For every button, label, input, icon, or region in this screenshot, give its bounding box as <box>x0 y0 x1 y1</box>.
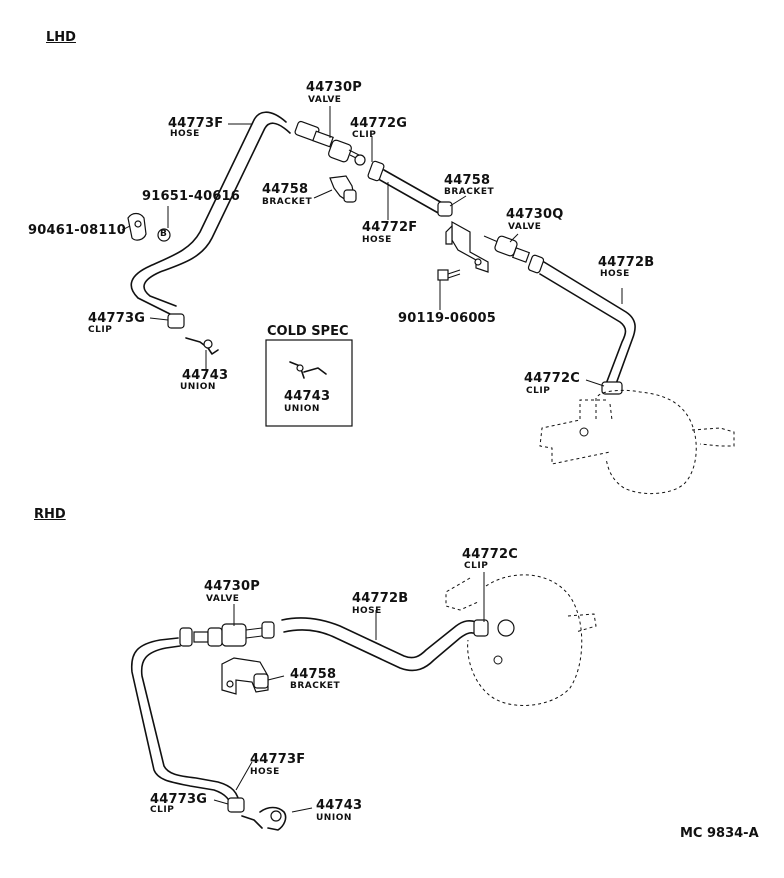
rhd-bracket-name: BRACKET <box>290 681 341 691</box>
rhd-union-number: 44743 <box>316 798 363 813</box>
rhd-bracket <box>221 657 269 695</box>
rhd-valve-44730p <box>179 621 275 647</box>
cold-union-name: UNION <box>284 404 320 414</box>
lhd-clip-44773g <box>167 313 185 329</box>
lhd-bracket-left-number: 44758 <box>262 182 309 197</box>
rhd-hose-44773f <box>130 637 241 809</box>
section-lhd: LHD <box>46 30 76 45</box>
lhd-nut-number: 90461-08110 <box>28 223 127 238</box>
lhd-bolt-marker-label: B <box>160 229 167 239</box>
rhd-hose-f-number: 44773F <box>250 752 306 767</box>
lhd-valve-q-number: 44730Q <box>506 207 564 222</box>
rhd-union-name: UNION <box>316 813 352 823</box>
lhd-bracket-right-name: BRACKET <box>444 187 495 197</box>
lhd-bracket-right <box>437 201 489 273</box>
lhd-hose-b-name: HOSE <box>600 269 630 279</box>
rhd-clip-44772c <box>473 619 515 637</box>
lhd-hose-44772f <box>379 169 445 215</box>
lhd-bracket-right-number: 44758 <box>444 173 491 188</box>
lhd-clip-c-number: 44772C <box>524 371 580 386</box>
lhd-hose-f-number: 44773F <box>168 116 224 131</box>
rhd-clip-44773g <box>227 797 245 813</box>
cold-union-number: 44743 <box>284 389 331 404</box>
lhd-hose-f-name: HOSE <box>170 129 200 139</box>
rhd-union-44743 <box>241 806 287 831</box>
rhd-clip-c-name: CLIP <box>464 561 489 571</box>
lhd-screw <box>437 269 461 281</box>
lhd-hose-772f-name: HOSE <box>362 235 392 245</box>
drawing-code: MC 9834-A <box>680 826 759 841</box>
lhd-hose-772f-number: 44772F <box>362 220 418 235</box>
lhd-clip-773g-number: 44773G <box>88 311 146 326</box>
rhd-brake-booster <box>445 574 597 706</box>
lhd-clip-g-number: 44772G <box>350 116 408 131</box>
lhd-hose-44772b <box>539 261 636 385</box>
lhd-valve-p-name: VALVE <box>308 95 342 105</box>
rhd-valve-p-name: VALVE <box>206 594 240 604</box>
rhd-clip-g-name: CLIP <box>150 805 175 815</box>
lhd-valve-p-number: 44730P <box>306 80 362 95</box>
lhd-valve-q-name: VALVE <box>508 222 542 232</box>
lhd-hose-44773f <box>130 111 291 315</box>
rhd-bracket-number: 44758 <box>290 667 337 682</box>
rhd-hose-44772b <box>281 617 477 672</box>
lhd-clip-44772g <box>367 160 385 182</box>
lhd-bolt-number: 91651-40616 <box>142 189 241 204</box>
lhd-clip-c-name: CLIP <box>526 386 551 396</box>
lhd-union-name: UNION <box>180 382 216 392</box>
leader-lines <box>121 106 623 813</box>
lhd-union-44743 <box>185 337 219 355</box>
rhd-clip-g-number: 44773G <box>150 792 208 807</box>
rhd-valve-p-number: 44730P <box>204 579 260 594</box>
cold-spec-box <box>265 339 353 427</box>
lhd-hose-b-number: 44772B <box>598 255 655 270</box>
lhd-bolt-marker <box>157 228 171 242</box>
rhd-clip-c-number: 44772C <box>462 547 518 562</box>
lhd-union-number: 44743 <box>182 368 229 383</box>
cold-spec-title: COLD SPEC <box>267 324 349 339</box>
lhd-valve-44730q <box>483 235 545 274</box>
lhd-valve-44730p <box>294 120 366 166</box>
lhd-screw-number: 90119-06005 <box>398 311 497 326</box>
rhd-hose-b-number: 44772B <box>352 591 409 606</box>
lhd-bracket-left <box>329 175 357 203</box>
lhd-clip-g-name: CLIP <box>352 130 377 140</box>
lhd-bracket-left-name: BRACKET <box>262 197 313 207</box>
lhd-clip-773g-name: CLIP <box>88 325 113 335</box>
lhd-nut <box>127 212 147 241</box>
section-rhd: RHD <box>34 507 66 522</box>
rhd-hose-f-name: HOSE <box>250 767 280 777</box>
lhd-brake-booster <box>539 389 735 495</box>
rhd-hose-b-name: HOSE <box>352 606 382 616</box>
